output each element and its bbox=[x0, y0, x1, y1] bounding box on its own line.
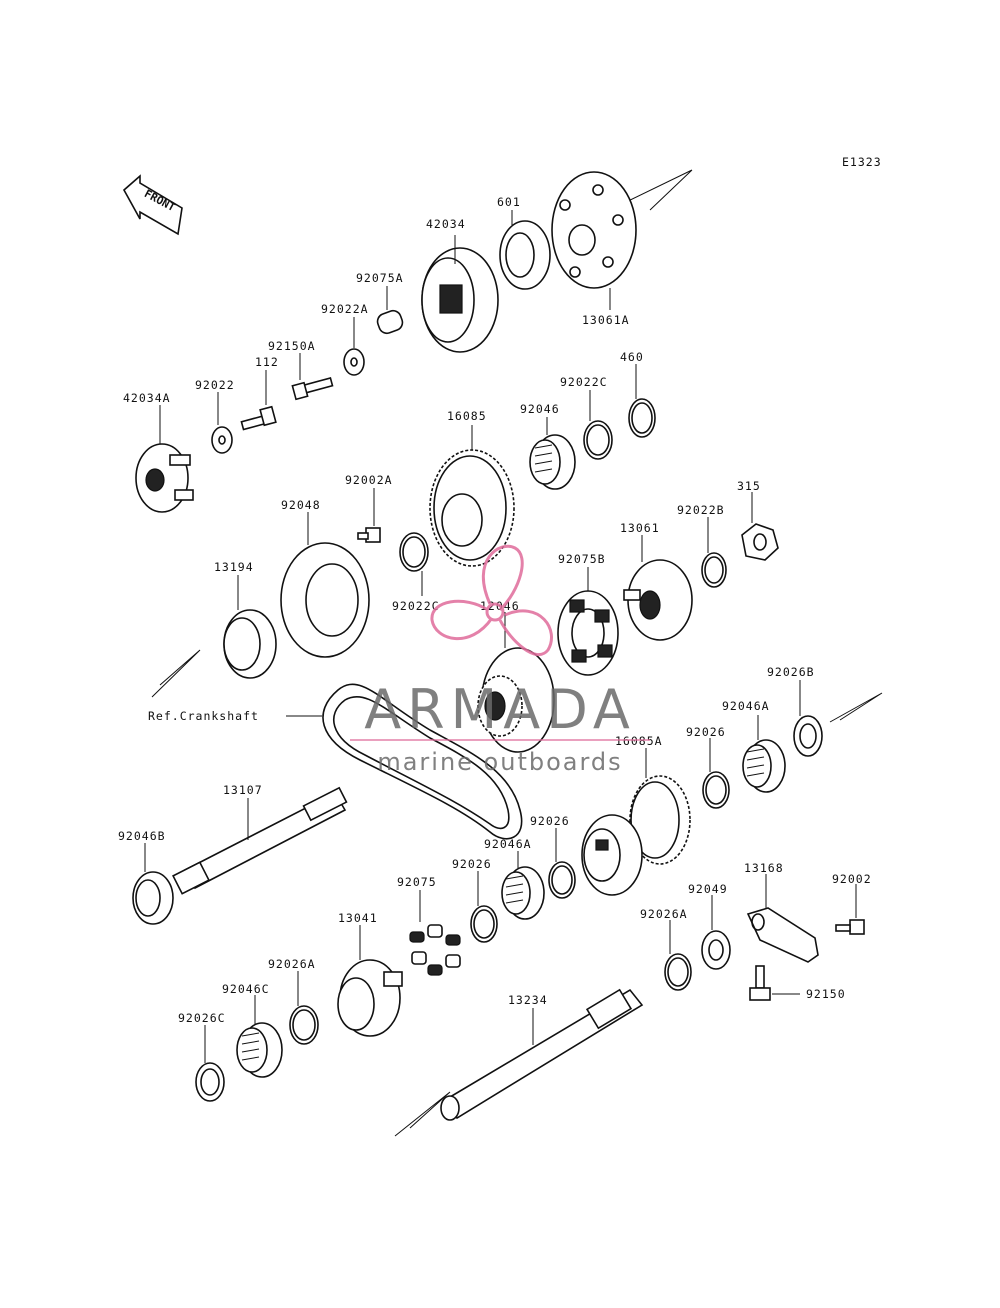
part-13061A[interactable]: 13061A bbox=[551, 171, 637, 327]
part-92046A-mid[interactable]: 92046A bbox=[484, 837, 545, 920]
label-92046C: 92046C bbox=[222, 982, 270, 996]
label-92022B: 92022B bbox=[677, 503, 725, 517]
watermark-tagline: marine outboards bbox=[377, 748, 622, 776]
label-92026-left: 92026 bbox=[452, 857, 492, 871]
label-13107: 13107 bbox=[223, 783, 263, 797]
propeller-logo-icon bbox=[430, 544, 553, 657]
label-16085A: 16085A bbox=[615, 734, 663, 748]
label-92002A: 92002A bbox=[345, 473, 393, 487]
armada-watermark: ARMADA marine outboards bbox=[350, 544, 650, 776]
label-92022: 92022 bbox=[195, 378, 235, 392]
part-13194[interactable]: 13194 bbox=[214, 560, 277, 679]
part-601[interactable]: 601 bbox=[497, 195, 551, 290]
part-92150[interactable]: 92150 bbox=[749, 965, 846, 1001]
part-92026A-right[interactable]: 92026A bbox=[640, 907, 692, 991]
part-92002A[interactable]: 92002A bbox=[345, 473, 393, 543]
label-92046: 92046 bbox=[520, 402, 560, 416]
crankshaft-ref-label: Ref.Crankshaft bbox=[148, 709, 259, 723]
part-92026-left[interactable]: 92026 bbox=[452, 857, 498, 943]
label-92026-right: 92026 bbox=[686, 725, 726, 739]
part-13168[interactable]: 13168 bbox=[744, 861, 819, 963]
label-112: 112 bbox=[255, 355, 279, 369]
label-92026C: 92026C bbox=[178, 1011, 226, 1025]
part-16085[interactable]: 16085 bbox=[429, 409, 515, 567]
part-92022C-mid[interactable]: 92022C bbox=[392, 532, 440, 613]
part-chain[interactable]: Ref.Crankshaft bbox=[148, 683, 523, 840]
part-92022B[interactable]: 92022B bbox=[677, 503, 727, 588]
label-92075: 92075 bbox=[397, 875, 437, 889]
label-42034A: 42034A bbox=[123, 391, 171, 405]
part-112[interactable]: 112 bbox=[240, 355, 279, 431]
part-13234[interactable]: 13234 bbox=[440, 988, 644, 1121]
label-16085: 16085 bbox=[447, 409, 487, 423]
part-42034A[interactable]: 42034A bbox=[123, 391, 194, 513]
part-92026C[interactable]: 92026C bbox=[178, 1011, 226, 1102]
label-92150: 92150 bbox=[806, 987, 846, 1001]
label-92075A: 92075A bbox=[356, 271, 404, 285]
part-92075[interactable]: 92075 bbox=[397, 875, 461, 976]
part-92046C[interactable]: 92046C bbox=[222, 982, 283, 1078]
part-92048[interactable]: 92048 bbox=[280, 498, 370, 658]
watermark-brand: ARMADA bbox=[364, 678, 636, 741]
label-92026B: 92026B bbox=[767, 665, 815, 679]
label-92075B: 92075B bbox=[558, 552, 606, 566]
part-92026-right[interactable]: 92026 bbox=[686, 725, 730, 809]
part-92075A[interactable]: 92075A bbox=[356, 271, 405, 336]
part-92026A-left[interactable]: 92026A bbox=[268, 957, 319, 1045]
label-92026A-right: 92026A bbox=[640, 907, 688, 921]
label-92046B: 92046B bbox=[118, 829, 166, 843]
label-92022C-mid: 92022C bbox=[392, 599, 440, 613]
part-92022[interactable]: 92022 bbox=[195, 378, 235, 454]
part-92046A-right[interactable]: 92046A bbox=[722, 699, 786, 793]
part-315[interactable]: 315 bbox=[737, 479, 779, 561]
part-92002[interactable]: 92002 bbox=[832, 872, 872, 935]
part-92022A[interactable]: 92022A bbox=[321, 302, 369, 376]
part-42034[interactable]: 42034 bbox=[421, 217, 499, 353]
label-13194: 13194 bbox=[214, 560, 254, 574]
label-92046A-mid: 92046A bbox=[484, 837, 532, 851]
label-601: 601 bbox=[497, 195, 521, 209]
label-460: 460 bbox=[620, 350, 644, 364]
part-92022C-top[interactable]: 92022C bbox=[560, 375, 613, 460]
part-13107[interactable]: 13107 bbox=[172, 783, 348, 895]
part-92046B[interactable]: 92046B bbox=[118, 829, 174, 925]
label-92048: 92048 bbox=[281, 498, 321, 512]
axis-lines bbox=[151, 169, 883, 1137]
label-92026-mid: 92026 bbox=[530, 814, 570, 828]
label-92049: 92049 bbox=[688, 882, 728, 896]
part-16085A[interactable]: 16085A bbox=[615, 734, 691, 865]
label-42034: 42034 bbox=[426, 217, 466, 231]
label-92046A-right: 92046A bbox=[722, 699, 770, 713]
part-92150A[interactable]: 92150A bbox=[268, 339, 334, 401]
label-92022A: 92022A bbox=[321, 302, 369, 316]
diagram-code: E1323 bbox=[842, 155, 882, 169]
part-13041[interactable]: 13041 bbox=[337, 911, 403, 1037]
label-13234: 13234 bbox=[508, 993, 548, 1007]
label-13061: 13061 bbox=[620, 521, 660, 535]
part-92046[interactable]: 92046 bbox=[520, 402, 576, 490]
part-13061[interactable]: 13061 bbox=[620, 521, 693, 641]
part-92026-mid[interactable]: 92026 bbox=[530, 814, 576, 899]
front-arrow-icon: FRONT bbox=[122, 174, 183, 236]
label-315: 315 bbox=[737, 479, 761, 493]
label-92026A-left: 92026A bbox=[268, 957, 316, 971]
label-13168: 13168 bbox=[744, 861, 784, 875]
label-13041: 13041 bbox=[338, 911, 378, 925]
part-92026B[interactable]: 92026B bbox=[767, 665, 823, 757]
part-92049[interactable]: 92049 bbox=[688, 882, 731, 970]
label-92150A: 92150A bbox=[268, 339, 316, 353]
label-13061A: 13061A bbox=[582, 313, 630, 327]
label-92022C-top: 92022C bbox=[560, 375, 608, 389]
part-92075B[interactable]: 92075B bbox=[557, 552, 619, 676]
part-hub-lower[interactable] bbox=[581, 814, 643, 896]
label-92002: 92002 bbox=[832, 872, 872, 886]
part-460[interactable]: 460 bbox=[620, 350, 656, 438]
